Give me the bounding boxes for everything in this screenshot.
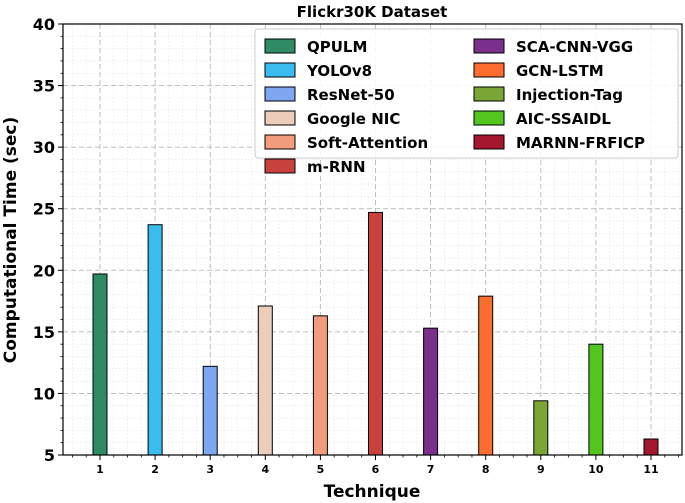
x-tick-label: 8 [482, 463, 490, 476]
legend-label: m-RNN [307, 158, 366, 176]
y-axis-label: Computational Time (sec) [1, 117, 21, 364]
legend-swatch [473, 62, 505, 78]
legend-swatch [264, 134, 296, 150]
x-axis-label: Technique [324, 482, 421, 502]
bar-6 [368, 211, 383, 456]
x-tick-label: 9 [537, 463, 545, 476]
legend-label: QPULM [307, 38, 367, 56]
bar-11 [643, 438, 659, 456]
x-tick-label: 6 [372, 463, 380, 476]
legend-swatch [264, 86, 296, 102]
y-tick-label: 20 [33, 261, 55, 280]
plot-frame [62, 23, 683, 456]
legend-swatch [473, 38, 505, 54]
legend-label: ResNet-50 [307, 86, 395, 104]
y-tick-label: 30 [33, 138, 55, 157]
legend-swatch [473, 134, 505, 150]
x-tick-label: 3 [206, 463, 214, 476]
x-axis-ticks: 1 2 3 4 5 6 7 8 9 10 11 [72, 455, 679, 476]
legend-label: GCN-LSTM [516, 62, 604, 80]
legend-label: YOLOv8 [306, 62, 372, 80]
legend-swatch [264, 158, 296, 174]
y-tick-label: 35 [33, 77, 55, 96]
legend-label: Injection-Tag [516, 86, 623, 104]
legend-swatch [473, 110, 505, 126]
bar-5 [312, 315, 328, 456]
x-tick-label: 10 [588, 463, 604, 476]
bar-2 [147, 224, 163, 456]
y-tick-label: 10 [33, 384, 55, 403]
legend-swatch [264, 38, 296, 54]
bar-4 [257, 305, 273, 456]
bar-10 [588, 343, 604, 456]
x-tick-label: 7 [427, 463, 435, 476]
bar-3 [202, 365, 218, 456]
legend-label: Google NIC [307, 110, 400, 128]
y-tick-label: 40 [33, 15, 55, 34]
legend-label: AIC-SSAIDL [516, 110, 611, 128]
x-tick-label: 11 [643, 463, 658, 476]
bar-8 [478, 295, 494, 456]
y-tick-label: 25 [33, 200, 55, 219]
x-tick-label: 2 [151, 463, 159, 476]
x-tick-label: 4 [261, 463, 269, 476]
y-tick-label: 15 [33, 323, 55, 342]
y-tick-label: 5 [44, 446, 55, 465]
legend-label: MARNN-FRFICP [516, 134, 645, 152]
x-tick-label: 5 [317, 463, 325, 476]
legend-label: SCA-CNN-VGG [516, 38, 633, 56]
bars-group [92, 211, 659, 456]
y-axis-ticks: 5 10 15 20 25 30 35 40 [33, 15, 63, 465]
legend-swatch [264, 110, 296, 126]
legend-frame [254, 28, 679, 159]
bar-9 [533, 400, 549, 456]
chart-title: Flickr30K Dataset [297, 3, 448, 21]
bar-1 [92, 273, 108, 456]
legend-swatch [264, 62, 296, 78]
x-tick-label: 1 [96, 463, 104, 476]
legend-label: Soft-Attention [307, 134, 428, 152]
legend-swatch [473, 86, 505, 102]
bar-7 [423, 327, 439, 456]
